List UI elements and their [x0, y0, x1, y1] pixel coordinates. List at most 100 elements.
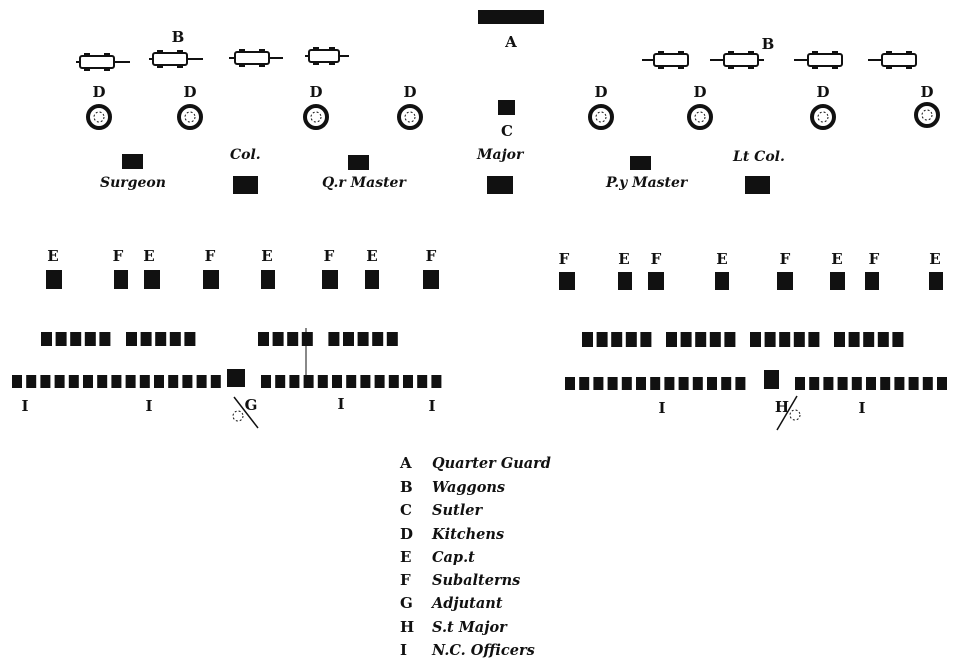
col-label: Col.	[230, 147, 261, 163]
kitchen-ring-icon	[687, 104, 713, 130]
legend-text: Adjutant	[430, 595, 503, 612]
subaltern-tent-icon	[114, 270, 128, 289]
kitchen-ring-icon	[177, 104, 203, 130]
label-e: E	[261, 247, 272, 265]
soldier-tent-icon	[695, 332, 707, 347]
soldier-tent-icon	[139, 375, 150, 388]
soldier-tent-icon	[809, 377, 820, 390]
legend-letter: I	[400, 641, 407, 659]
label-i: I	[337, 395, 344, 413]
soldier-tent-icon	[70, 332, 82, 346]
soldier-tent-icon	[55, 332, 67, 346]
soldier-tent-icon	[287, 332, 299, 346]
soldier-tent-icon	[779, 332, 791, 347]
soldier-tent-icon	[84, 332, 96, 346]
label-d: D	[183, 83, 196, 101]
soldier-tent-icon	[388, 375, 399, 388]
label-e: E	[143, 247, 154, 265]
soldier-tent-icon	[664, 377, 675, 390]
soldier-tent-icon	[565, 377, 575, 390]
legend-letter: F	[400, 571, 411, 589]
label-h: H	[775, 398, 789, 416]
label-e: E	[831, 250, 842, 268]
soldier-tent-icon	[735, 377, 746, 390]
captain-tent-icon	[929, 272, 943, 290]
waggon-icon	[868, 51, 917, 69]
sergeant-major-marker	[776, 395, 801, 431]
kitchen-ring-icon	[914, 102, 940, 128]
soldier-tent-icon	[301, 332, 313, 346]
surgeon-tent-icon	[122, 154, 143, 169]
waggon-icon	[642, 51, 689, 69]
captain-tent-icon	[365, 270, 379, 289]
soldier-tent-icon	[596, 332, 608, 347]
soldier-tent-icon	[611, 332, 623, 347]
legend-letter: H	[400, 618, 414, 636]
soldier-tent-icon	[851, 377, 862, 390]
soldier-tent-icon	[640, 332, 652, 347]
soldier-tent-icon	[332, 375, 342, 388]
subaltern-tent-icon	[203, 270, 219, 289]
soldier-tent-icon	[793, 332, 805, 347]
subaltern-tent-icon	[648, 272, 664, 290]
soldier-tent-icon	[666, 332, 677, 347]
captain-tent-icon	[715, 272, 729, 290]
soldier-tent-icon	[937, 377, 947, 390]
legend-text: N.C. Officers	[431, 642, 535, 659]
label-d: D	[92, 83, 105, 101]
soldier-tent-icon	[880, 377, 891, 390]
soldier-tent-icon	[328, 332, 340, 346]
legend-letter: D	[400, 525, 413, 543]
label-d: D	[403, 83, 416, 101]
soldier-tent-icon	[721, 377, 732, 390]
soldier-tent-icon	[317, 375, 328, 388]
soldier-tent-icon	[877, 332, 889, 347]
legend-text: Subalterns	[432, 572, 520, 589]
label-d: D	[816, 83, 829, 101]
soldier-tent-icon	[579, 377, 590, 390]
waggon-icon	[305, 47, 349, 65]
quarter-guard-icon	[478, 10, 544, 24]
adjutant-marker	[232, 396, 259, 429]
captain-tent-icon	[144, 270, 160, 289]
tent-rows	[12, 332, 947, 390]
soldier-tent-icon	[582, 332, 593, 347]
soldier-tent-icon	[607, 377, 618, 390]
soldier-tent-icon	[303, 375, 314, 388]
soldier-tent-icon	[808, 332, 820, 347]
soldier-tent-icon	[140, 332, 152, 346]
soldier-tent-icon	[168, 375, 179, 388]
kitchen-ring-icon	[86, 104, 112, 130]
label-g: G	[245, 396, 258, 414]
label-e: E	[47, 247, 58, 265]
legend-text: Waggons	[432, 479, 505, 496]
label-f: F	[205, 247, 216, 265]
soldier-tent-icon	[360, 375, 371, 388]
soldier-tent-icon	[99, 332, 111, 346]
soldier-tent-icon	[97, 375, 108, 388]
legend-text: Kitchens	[431, 526, 504, 543]
legend-letter: B	[400, 478, 413, 496]
label-f: F	[869, 250, 880, 268]
legend-letter: E	[400, 548, 411, 566]
soldier-tent-icon	[346, 375, 357, 388]
soldier-tent-icon	[210, 375, 221, 388]
soldier-tent-icon	[431, 375, 442, 388]
col-tent-icon	[233, 176, 258, 194]
soldier-tent-icon	[678, 377, 689, 390]
label-i: I	[21, 397, 28, 415]
captain-tent-icon	[618, 272, 632, 290]
surgeon-label: Surgeon	[100, 175, 166, 191]
soldier-tent-icon	[823, 377, 834, 390]
soldier-tent-icon	[12, 375, 22, 388]
soldier-tent-icon	[692, 377, 703, 390]
waggon-icon	[229, 49, 283, 67]
subaltern-tent-icon	[423, 270, 439, 289]
soldier-tent-icon	[182, 375, 193, 388]
soldier-tent-icon	[68, 375, 79, 388]
label-i: I	[428, 397, 435, 415]
paymaster-tent-icon	[630, 156, 651, 170]
paymaster-label: P.y Master	[605, 175, 689, 191]
